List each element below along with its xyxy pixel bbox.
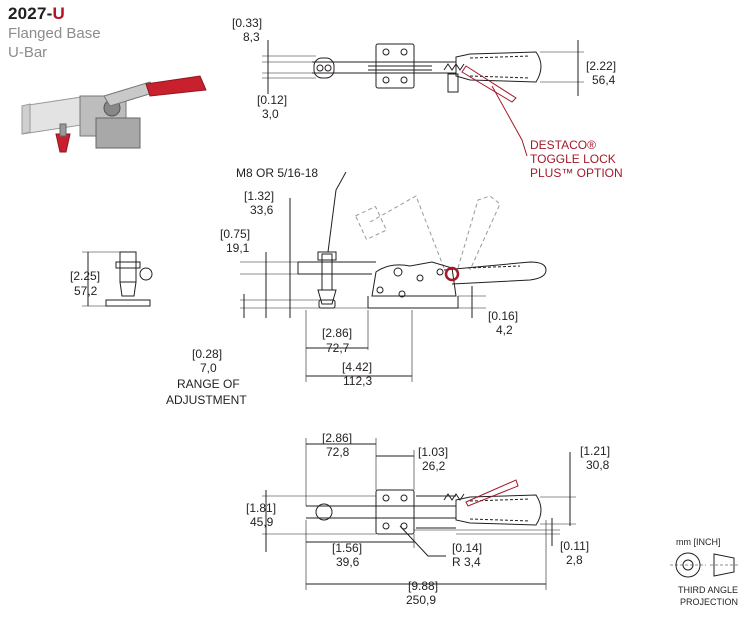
- subtitle-u-bar: U-Bar: [8, 44, 48, 61]
- callout-destaco: DESTACO®: [530, 138, 596, 152]
- bottom-view: [306, 479, 542, 535]
- dim-1-03-inch: [1.03]: [418, 445, 448, 459]
- dim-2-25-mm: 57,2: [74, 284, 98, 298]
- spindle-thread-label: M8 OR 5/16-18: [236, 166, 318, 180]
- dim-2-25-inch: [2.25]: [70, 269, 100, 283]
- top-view: [312, 43, 542, 103]
- dim-0-75-mm: 19,1: [226, 241, 250, 255]
- product-photo: [21, 75, 207, 153]
- dim-4-42-mm: 112,3: [343, 374, 372, 388]
- dim-1-32-mm: 33,6: [250, 203, 274, 217]
- dim-0-12-mm: 3,0: [262, 107, 279, 121]
- projection-label-third-angle: THIRD ANGLE: [678, 585, 738, 595]
- dim-0-75-inch: [0.75]: [220, 227, 250, 241]
- dim-1-32-inch: [1.32]: [244, 189, 274, 203]
- dim-2-86-side-mm: 72,7: [326, 341, 350, 355]
- dim-0-12-inch: [0.12]: [257, 93, 287, 107]
- callout-toggle-lock: TOGGLE LOCK: [530, 152, 616, 166]
- dim-0-33-mm: 8,3: [243, 30, 260, 44]
- dim-2-22-inch: [2.22]: [586, 59, 616, 73]
- side-view-dimensions: [240, 171, 486, 382]
- subtitle-flanged-base: Flanged Base: [8, 25, 101, 42]
- side-view: [297, 195, 547, 309]
- dim-2-22-mm: 56,4: [592, 73, 616, 87]
- dim-1-56-inch: [1.56]: [332, 541, 362, 555]
- dim-4-42-inch: [4.42]: [342, 360, 372, 374]
- dim-1-21-mm: 30,8: [586, 458, 610, 472]
- dim-0-11-mm: 2,8: [566, 553, 583, 567]
- model-suffix: U: [52, 4, 65, 23]
- product-title-block: 2027-U Flanged Base U-Bar: [8, 4, 101, 62]
- callout-plus-option: PLUS™ OPTION: [530, 166, 623, 180]
- range-of-label: RANGE OF: [177, 377, 240, 391]
- model-number: 2027-U: [8, 4, 101, 24]
- dim-0-16-inch: [0.16]: [488, 309, 518, 323]
- dim-9-88-mm: 250,9: [406, 593, 436, 607]
- dim-1-81-inch: [1.81]: [246, 501, 276, 515]
- dim-0-28-inch: [0.28]: [192, 347, 222, 361]
- projection-label-projection: PROJECTION: [680, 597, 738, 607]
- dim-1-81-mm: 45,9: [250, 515, 274, 529]
- dim-9-88-inch: [9.88]: [408, 579, 438, 593]
- dim-0-14-mm: R 3,4: [452, 555, 481, 569]
- dim-2-86-side-inch: [2.86]: [322, 326, 352, 340]
- dim-0-11-inch: [0.11]: [560, 539, 589, 553]
- dim-1-56-mm: 39,6: [336, 555, 360, 569]
- dim-0-33-inch: [0.33]: [232, 16, 262, 30]
- top-view-dimensions: [262, 40, 584, 157]
- projection-units: mm [INCH]: [676, 537, 721, 547]
- dim-2-86-bottom-inch: [2.86]: [322, 431, 352, 445]
- dim-0-16-mm: 4,2: [496, 323, 513, 337]
- dim-0-14-inch: [0.14]: [452, 541, 482, 555]
- dim-1-03-mm: 26,2: [422, 459, 446, 473]
- dim-1-21-inch: [1.21]: [580, 444, 610, 458]
- dim-2-86-bottom-mm: 72,8: [326, 445, 350, 459]
- model-base: 2027-: [8, 4, 53, 23]
- adjustment-label: ADJUSTMENT: [166, 393, 247, 407]
- front-view: [82, 251, 153, 307]
- bottom-view-dimensions: [262, 438, 576, 590]
- projection-symbol: [670, 552, 738, 578]
- dim-0-28-mm: 7,0: [200, 361, 217, 375]
